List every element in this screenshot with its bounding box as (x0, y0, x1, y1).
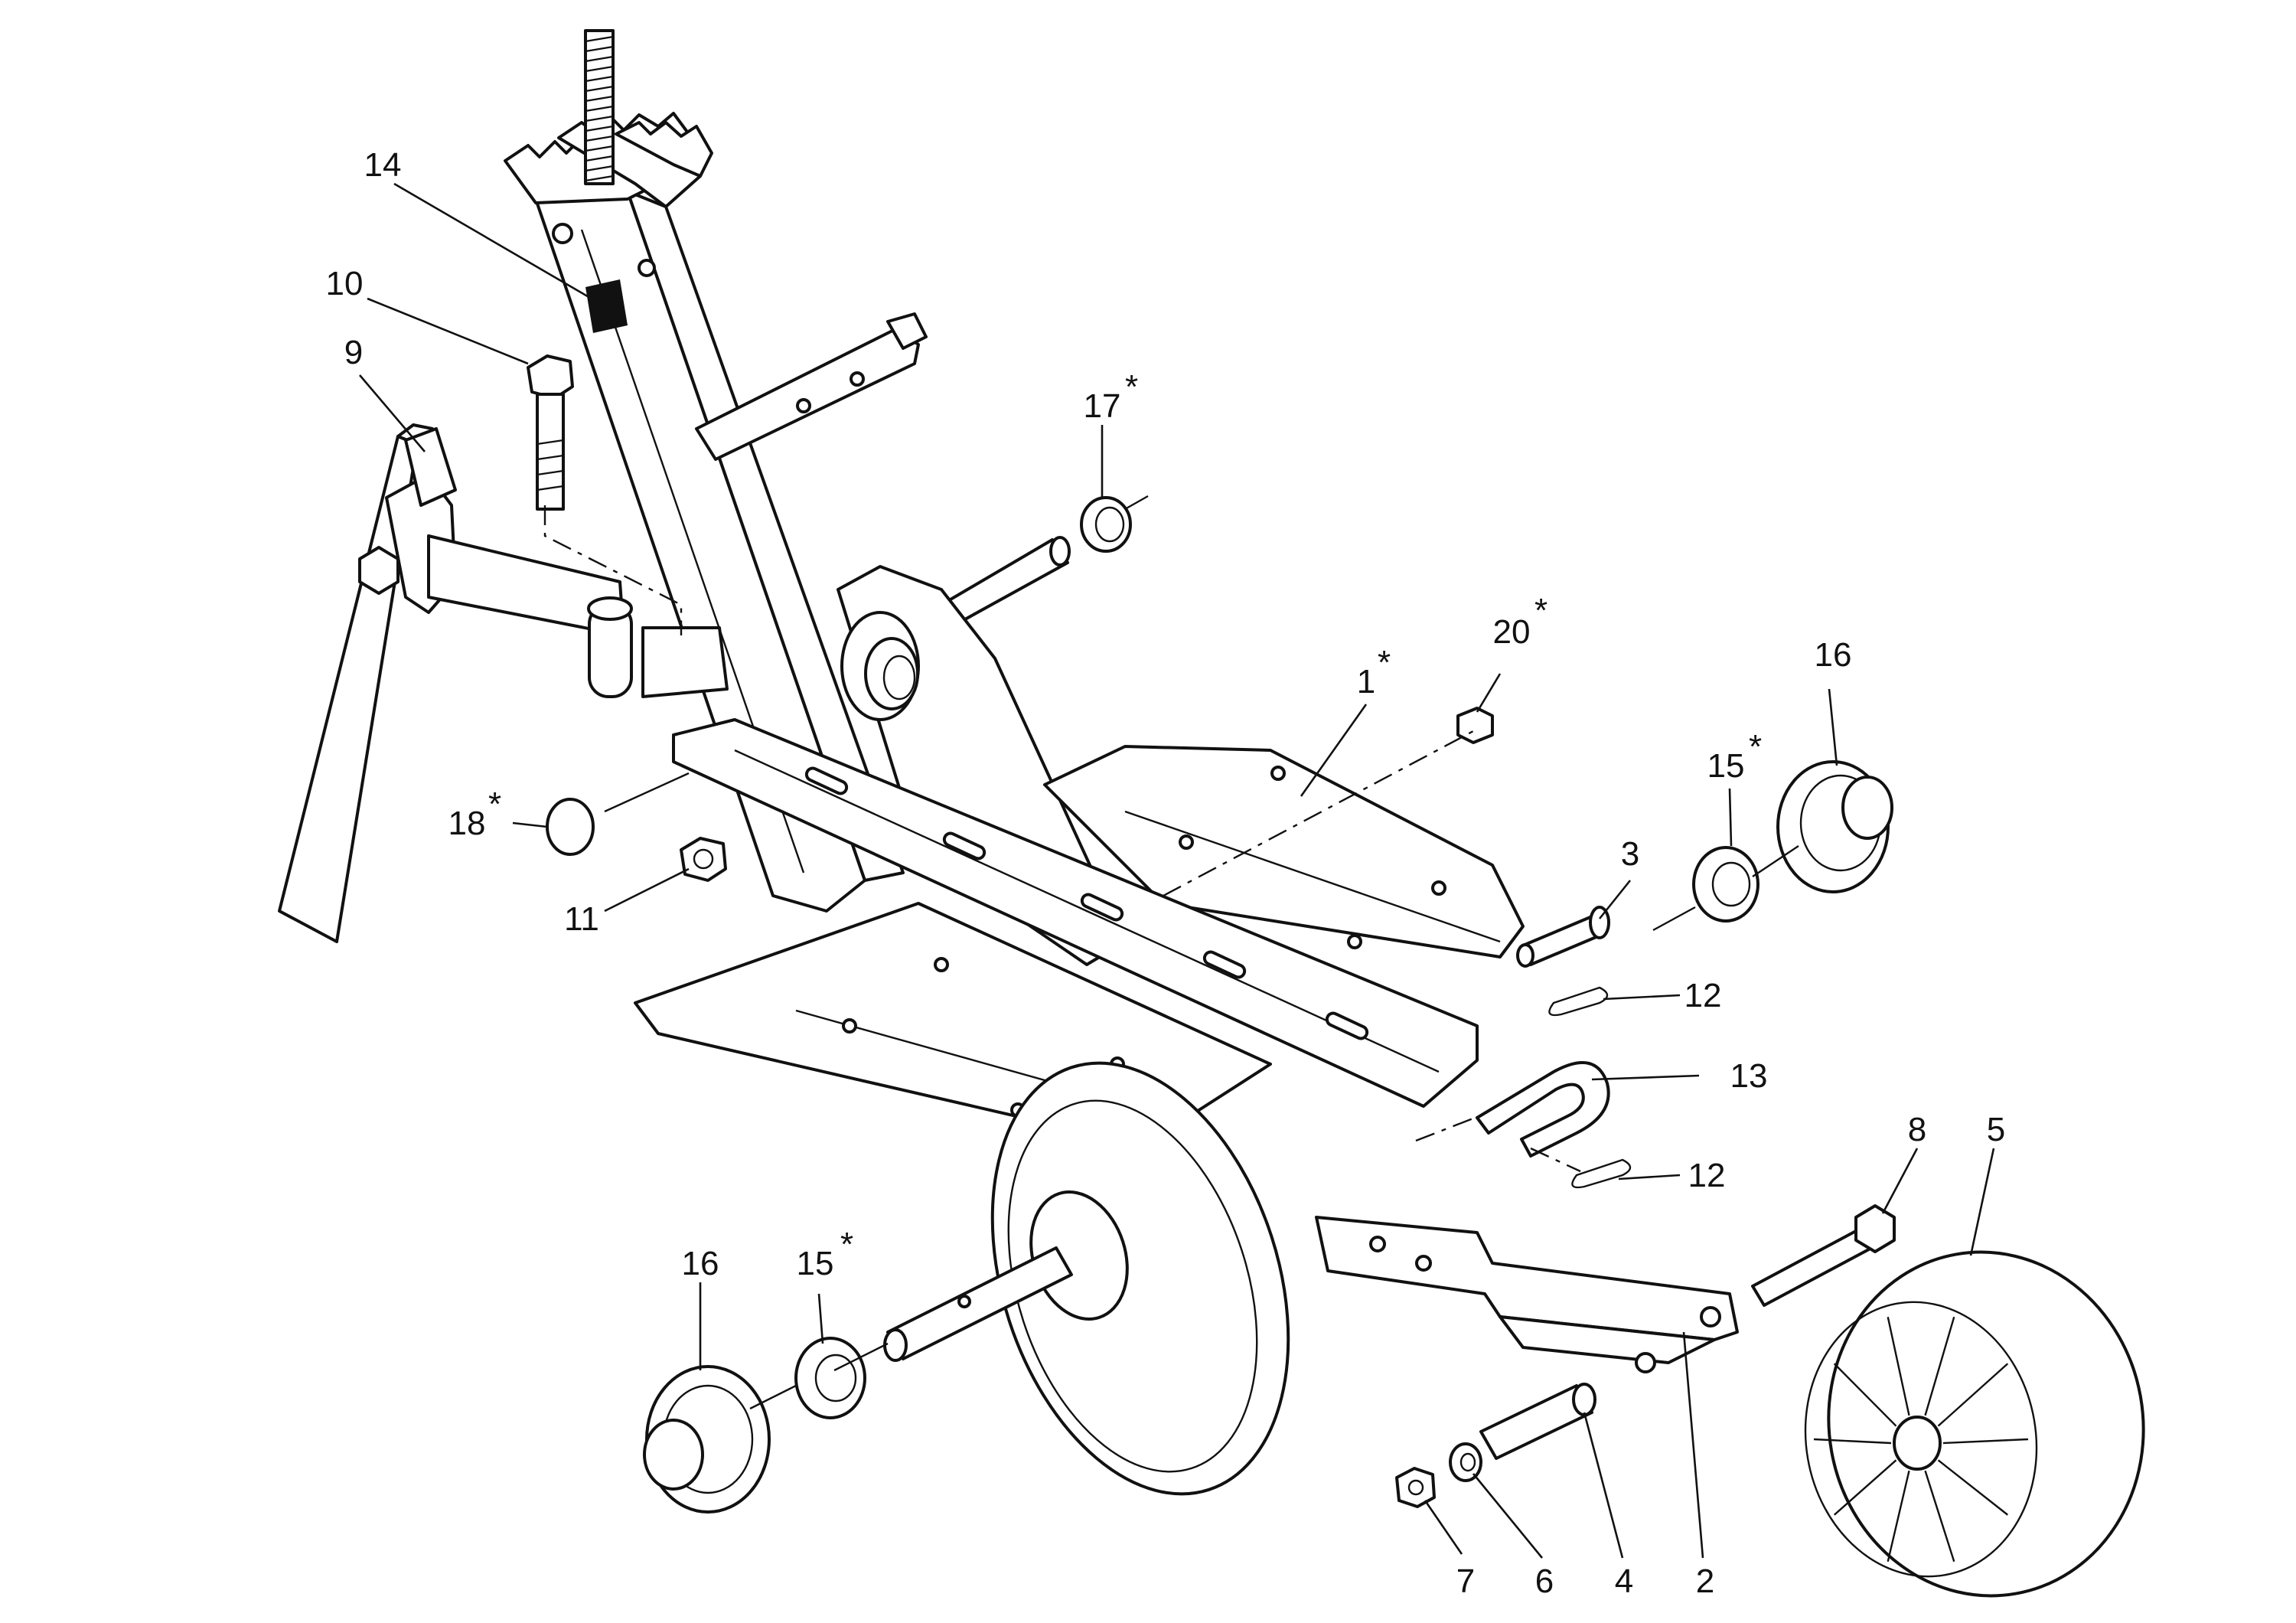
pin-part-3 (1516, 906, 1610, 968)
upper-axle-shaft (940, 536, 1071, 625)
beam-slot (1080, 893, 1124, 922)
beam-slot (1202, 950, 1247, 979)
wheel-spoke (1924, 1470, 1955, 1563)
callout-20: 20 (1493, 613, 1531, 651)
callout-20-star: * (1534, 592, 1548, 629)
hub-part-16-upper (1776, 760, 1893, 893)
callout-16-upper: 16 (1815, 636, 1852, 674)
thread-line (585, 175, 614, 182)
callout-12-upper: 12 (1684, 977, 1722, 1014)
wheel-part-5 (1804, 1250, 2145, 1598)
callout-17: 17 (1084, 387, 1121, 425)
callout-10: 10 (326, 265, 364, 302)
wheel-spoke (1942, 1438, 2029, 1445)
thread-line (585, 145, 614, 152)
callout-18-star: * (488, 785, 501, 823)
bushing-part-15-lower (794, 1337, 866, 1419)
thread-line (585, 75, 614, 83)
callout-8: 8 (1908, 1111, 1926, 1148)
cap-part-18 (546, 798, 595, 856)
callout-16-lower: 16 (682, 1245, 719, 1282)
callout-17-star: * (1125, 368, 1138, 406)
thread-line (585, 45, 614, 53)
washer-part-6 (1449, 1442, 1482, 1482)
thread-line (585, 165, 614, 172)
callout-7: 7 (1456, 1563, 1475, 1600)
callout-4: 4 (1615, 1563, 1633, 1600)
wheel-spoke (1937, 1363, 2009, 1427)
callout-6: 6 (1535, 1563, 1554, 1600)
callout-15-lower: 15 (797, 1245, 834, 1282)
callout-13: 13 (1730, 1057, 1768, 1095)
thread-line (585, 105, 614, 113)
thread-line (585, 65, 614, 73)
wheel-spoke (1924, 1316, 1955, 1416)
callout-1-star: * (1378, 644, 1391, 681)
callout-labels: 14 10 9 17 * 20 * 1 * 16 15 * 3 18 * 11 … (326, 146, 2006, 1600)
callout-1: 1 (1357, 663, 1375, 700)
callout-5: 5 (1987, 1111, 2005, 1148)
wheel-spoke (1813, 1438, 1892, 1445)
thread-line (585, 55, 614, 63)
callout-18: 18 (448, 805, 486, 842)
thread-line (585, 125, 614, 132)
thread-line (585, 135, 614, 142)
fitting-part-20 (1456, 707, 1494, 744)
callout-11: 11 (564, 900, 599, 938)
thread-line (585, 155, 614, 162)
stand-leg-part-9 (278, 423, 729, 943)
clip-part-12-lower (1571, 1158, 1632, 1189)
thread-line (585, 95, 614, 103)
clip-part-12-upper (1548, 986, 1609, 1017)
spacer-part-4 (1479, 1383, 1596, 1460)
lower-disc-wheel (990, 1061, 1290, 1496)
bushing-part-15-upper (1692, 846, 1760, 923)
beam-slot (942, 831, 987, 860)
upper-side-arm (695, 312, 928, 461)
callout-leaders (359, 182, 1995, 1559)
nut-part-7 (1395, 1467, 1436, 1508)
callout-3: 3 (1621, 835, 1639, 873)
threaded-rod (584, 29, 615, 185)
u-pin-part-13 (1476, 1061, 1610, 1158)
callout-9: 9 (344, 334, 363, 371)
callout-2: 2 (1696, 1563, 1714, 1600)
frame-post (504, 112, 905, 913)
wheel-bracket-part-2 (1315, 1216, 1739, 1373)
rear-body-plates (1043, 745, 1525, 958)
beam-slot (1325, 1011, 1369, 1040)
callout-15-upper: 15 (1707, 747, 1745, 785)
hub-part-16-lower (643, 1365, 771, 1514)
callout-12-lower: 12 (1688, 1157, 1726, 1194)
wheel-spoke (1833, 1459, 1897, 1516)
bolt-part-10 (527, 354, 574, 511)
thread-line (585, 85, 614, 93)
bolt-part-8 (1751, 1204, 1896, 1307)
callout-15-upper-star: * (1749, 728, 1762, 766)
wheel-spoke (1887, 1316, 1910, 1416)
assembly-centerlines (543, 495, 1799, 1410)
thread-line (585, 115, 614, 122)
cross-beam (672, 718, 1479, 1108)
wheel-spoke (1887, 1470, 1910, 1563)
wheel-spoke (1937, 1459, 2009, 1516)
callout-14: 14 (364, 146, 402, 184)
callout-15-lower-star: * (840, 1226, 853, 1263)
wheel-spoke (1833, 1363, 1897, 1427)
beam-slot (804, 766, 849, 795)
nut-part-11 (680, 837, 727, 882)
bushing-part-17 (1080, 496, 1132, 553)
thread-line (585, 35, 614, 43)
